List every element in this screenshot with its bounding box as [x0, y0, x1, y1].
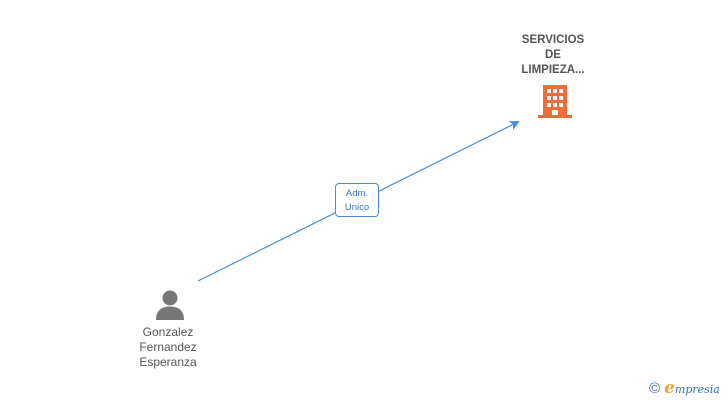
role-label[interactable]: Adm. Unico: [335, 183, 379, 217]
person-name[interactable]: Gonzalez Fernandez Esperanza: [139, 325, 197, 369]
copyright-icon: ©: [649, 380, 661, 397]
brand-watermark: © e mpresia: [649, 378, 720, 400]
person-icon[interactable]: [153, 289, 187, 321]
empresia-logo: e mpresia: [664, 378, 720, 400]
logo-text: mpresia: [674, 383, 720, 396]
company-name[interactable]: SERVICIOS DE LIMPIEZA...: [521, 34, 585, 76]
logo-initial: e: [664, 378, 675, 398]
building-icon[interactable]: [538, 83, 572, 119]
